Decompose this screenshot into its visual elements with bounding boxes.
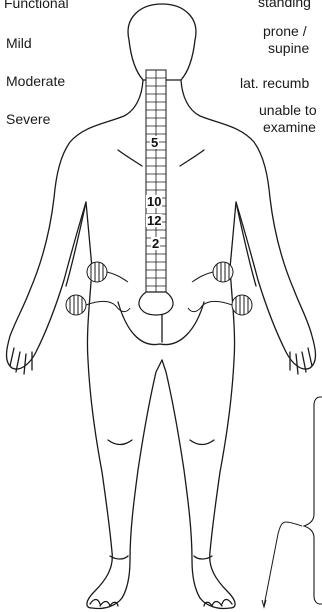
position-lateral-recumbent-label: lat. recumb — [240, 75, 309, 91]
severity-moderate-label: Moderate — [6, 73, 65, 89]
left-upper-joint-marker — [87, 262, 107, 282]
position-prone-label: prone / — [263, 23, 307, 39]
sacrum-outline — [139, 292, 173, 315]
position-unable-label: unable to — [259, 102, 317, 118]
left-scapula — [118, 150, 142, 166]
right-hand-fingers — [290, 348, 312, 374]
position-supine-label: supine — [268, 40, 309, 56]
severity-severe-label: Severe — [6, 111, 50, 127]
right-upper-joint-marker — [213, 262, 233, 282]
left-inner-arm — [66, 202, 86, 286]
left-lower-joint-marker — [66, 295, 86, 315]
spine-marker-t12: 12 — [146, 214, 162, 227]
right-lower-joint-marker — [232, 295, 252, 315]
left-knee — [108, 440, 132, 445]
right-body-outline — [162, 80, 316, 609]
position-examine-label: examine — [263, 119, 316, 135]
severity-functional-label: Functional — [4, 0, 69, 11]
right-inner-arm — [236, 202, 256, 286]
position-standing-label: standing — [258, 0, 311, 10]
head-outline — [128, 4, 196, 80]
right-scapula — [180, 150, 204, 166]
right-knee — [190, 440, 214, 445]
left-body-outline — [7, 80, 163, 609]
bracket-leader — [262, 522, 302, 607]
severity-mild-label: Mild — [6, 35, 32, 51]
spine-marker-t10: 10 — [146, 195, 162, 208]
spine-marker-t5: 5 — [150, 136, 159, 149]
spine-marker-l2: 2 — [151, 237, 160, 250]
left-hand-fingers — [10, 348, 32, 374]
notes-bracket — [304, 397, 322, 604]
